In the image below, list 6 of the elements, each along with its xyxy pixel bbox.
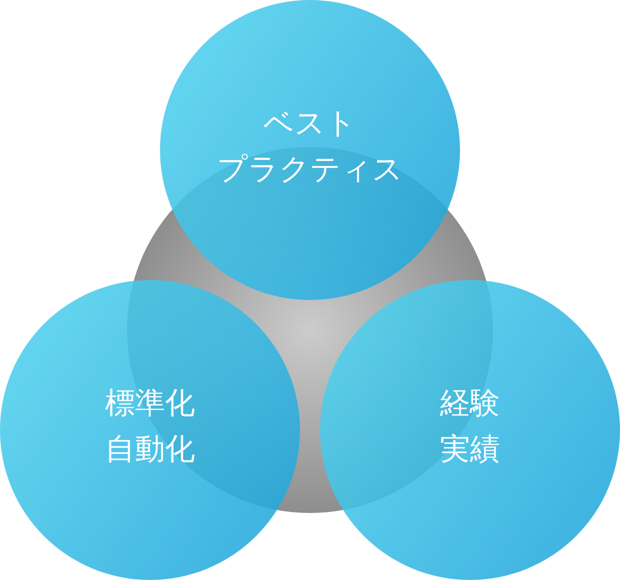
- venn-circle: [160, 0, 460, 300]
- circle-label: ベストプラクティス: [217, 105, 403, 189]
- circle-label: 標準化自動化: [105, 385, 195, 469]
- circle-label: 経験実績: [440, 385, 500, 469]
- venn-circle: [0, 280, 300, 580]
- venn-circle: [320, 280, 620, 580]
